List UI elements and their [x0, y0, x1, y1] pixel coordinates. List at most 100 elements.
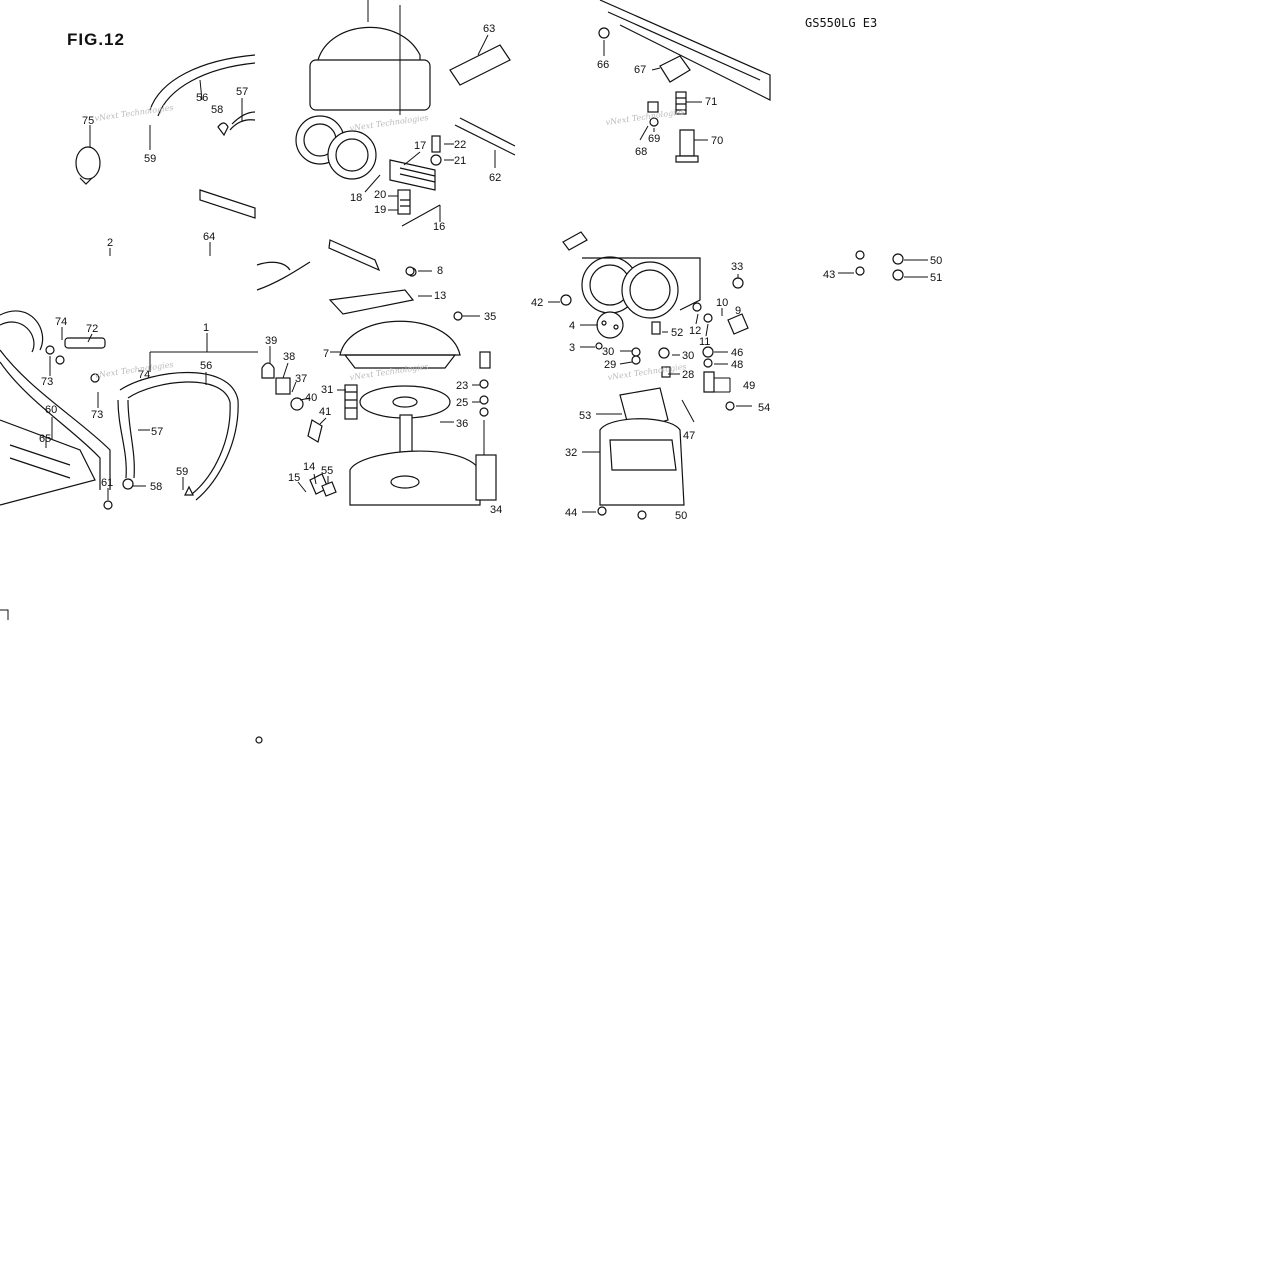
callout-54: 54: [758, 402, 770, 414]
callout-74b: 74: [138, 369, 150, 381]
callout-68: 68: [635, 146, 647, 158]
callout-22: 22: [454, 139, 466, 151]
bracket-67: [659, 55, 691, 83]
callout-43: 43: [823, 269, 835, 281]
callout-71: 71: [705, 96, 717, 108]
top-cap: [317, 26, 421, 71]
callout-42: 42: [531, 297, 543, 309]
callout-33: 33: [731, 261, 743, 273]
screw-38: [275, 377, 291, 395]
callout-53: 53: [579, 410, 591, 422]
tile-carburetor-top: [295, 0, 516, 227]
callout-64: 64: [203, 231, 215, 243]
valve-49: [703, 371, 715, 393]
callout-51: 51: [930, 272, 942, 284]
valve-70: [679, 129, 695, 157]
watermark: vNext Technologies: [349, 362, 429, 382]
callout-11: 11: [699, 336, 710, 348]
rail: [599, 0, 771, 101]
callout-38: 38: [283, 351, 295, 363]
callout-12: 12: [689, 325, 701, 337]
callout-62: 62: [489, 172, 501, 184]
tile-hoses-mid: [0, 310, 258, 510]
tile-hoses-top: [75, 54, 256, 256]
watermark: vNext Technologies: [94, 360, 174, 380]
callout-55: 55: [321, 465, 333, 477]
callout-36: 36: [456, 418, 468, 430]
callout-37: 37: [295, 373, 307, 385]
watermark: vNext Technologies: [349, 113, 429, 133]
callout-16: 16: [433, 221, 445, 233]
spring-71: [675, 91, 687, 115]
callout-32: 32: [565, 447, 577, 459]
clamp-75: [75, 146, 101, 180]
callout-18: 18: [350, 192, 362, 204]
callout-23: 23: [456, 380, 468, 392]
hose-57: [117, 399, 127, 479]
callout-44: 44: [565, 507, 577, 519]
callout-59b: 59: [176, 466, 188, 478]
callout-10: 10: [716, 297, 728, 309]
screw-42: [560, 294, 572, 306]
jet-41: [307, 419, 323, 443]
tile-fittings-top: [562, 0, 771, 251]
callout-31: 31: [321, 384, 333, 396]
callout-labels: 75 56 57 58 59 2 64 63 17 22 21 62 18 20…: [39, 23, 942, 522]
callout-30b: 30: [682, 350, 694, 362]
callout-21: 21: [454, 155, 466, 167]
callout-39: 39: [265, 335, 277, 347]
callout-40: 40: [305, 392, 317, 404]
bowl-32: [599, 418, 685, 506]
callout-72: 72: [86, 323, 98, 335]
hose-56: [119, 372, 239, 501]
callout-56: 56: [196, 92, 208, 104]
screw-3: [595, 342, 603, 350]
callout-59: 59: [144, 153, 156, 165]
callout-28: 28: [682, 369, 694, 381]
spring-55: [321, 481, 337, 497]
callout-34: 34: [490, 504, 502, 516]
callout-58: 58: [211, 104, 223, 116]
callout-14: 14: [303, 461, 315, 473]
callout-13: 13: [434, 290, 446, 302]
callout-57: 57: [236, 86, 248, 98]
callout-8: 8: [437, 265, 443, 277]
screw-39: [261, 362, 275, 379]
tile-screws-right: [838, 250, 928, 281]
callout-49: 49: [743, 380, 755, 392]
bracket-13: [328, 289, 415, 315]
callout-70: 70: [711, 135, 723, 147]
tile-float-bowl-mid: [548, 256, 752, 520]
callout-67: 67: [634, 64, 646, 76]
fwd-arrow: [562, 231, 588, 251]
callout-47: 47: [683, 430, 695, 442]
callout-9: 9: [735, 305, 741, 317]
plate-4: [596, 311, 624, 339]
callout-75: 75: [82, 115, 94, 127]
callout-69: 69: [648, 133, 660, 145]
figure-title: FIG.12: [67, 30, 125, 49]
callout-73: 73: [41, 376, 53, 388]
tile-fragments-lower: [0, 609, 263, 744]
float-34: [475, 454, 497, 501]
hose-64: [199, 189, 256, 219]
callout-1: 1: [203, 322, 209, 334]
hose-63: [449, 44, 511, 86]
callout-61: 61: [101, 477, 113, 489]
callout-60: 60: [45, 404, 57, 416]
callout-3: 3: [569, 342, 575, 354]
watermark: vNext Technologies: [94, 103, 174, 123]
callout-20: 20: [374, 189, 386, 201]
joint-72: [64, 337, 106, 349]
callout-29: 29: [604, 359, 616, 371]
callout-56b: 56: [200, 360, 212, 372]
callout-7: 7: [323, 348, 329, 360]
callout-73b: 73: [91, 409, 103, 421]
spring-19: [397, 189, 411, 215]
spring-31: [344, 384, 358, 420]
chamber-top: [339, 320, 461, 356]
bolt-66: [598, 27, 610, 39]
callout-50b: 50: [930, 255, 942, 267]
